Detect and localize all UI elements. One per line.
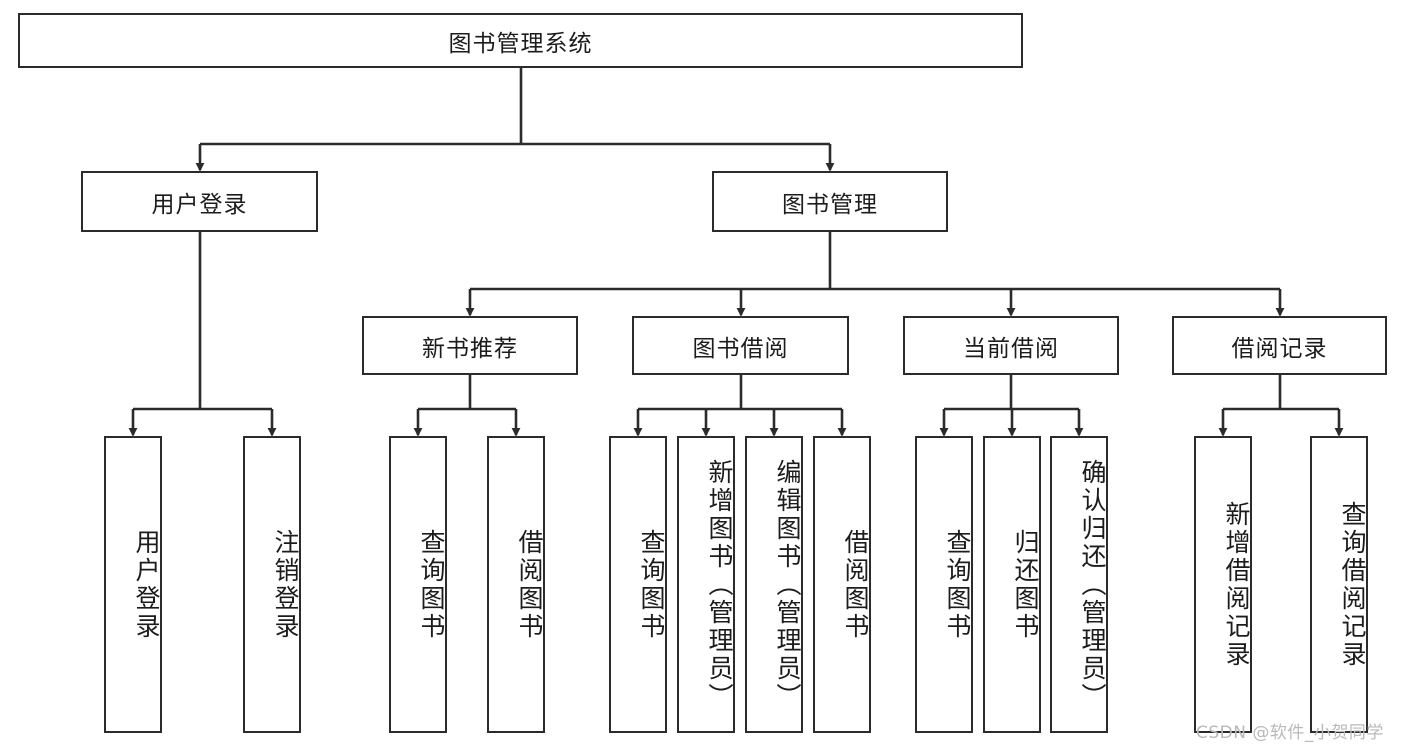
node-label: 借阅图书	[515, 528, 544, 641]
node-label: 注销登录	[271, 528, 300, 641]
node-label: 用户登录	[151, 191, 248, 218]
node-label: 图书管理系统	[448, 30, 593, 57]
node-leaf-user-login[interactable]: 用户登录	[104, 436, 162, 733]
node-root[interactable]: 图书管理系统	[18, 13, 1023, 68]
node-label: 图书管理	[782, 191, 878, 218]
node-label: 新增借阅记录	[1222, 500, 1251, 669]
csdn-watermark: CSDN @软件_小贺同学	[1196, 723, 1384, 743]
node-label: 查询图书	[943, 528, 972, 641]
node-leaf-query-borrow-record[interactable]: 查询借阅记录	[1310, 436, 1368, 733]
node-label: 查询图书	[637, 528, 666, 641]
node-label: 确认归还（管理员）	[1078, 458, 1107, 711]
node-leaf-add-book[interactable]: 新增图书（管理员）	[677, 436, 735, 733]
node-book-manage[interactable]: 图书管理	[712, 171, 948, 232]
node-new-book-recommend[interactable]: 新书推荐	[362, 316, 578, 375]
node-label: 当前借阅	[963, 335, 1059, 362]
node-label: 借阅图书	[841, 528, 870, 641]
node-user-login[interactable]: 用户登录	[81, 171, 318, 232]
node-label: 借阅记录	[1231, 335, 1328, 362]
node-label: 图书借阅	[692, 335, 789, 362]
node-label: 新书推荐	[422, 335, 518, 362]
node-current-borrow[interactable]: 当前借阅	[903, 316, 1119, 375]
node-leaf-confirm-return[interactable]: 确认归还（管理员）	[1050, 436, 1108, 733]
node-leaf-return-book[interactable]: 归还图书	[983, 436, 1041, 733]
node-leaf-user-logout[interactable]: 注销登录	[243, 436, 301, 733]
node-leaf-add-borrow-record[interactable]: 新增借阅记录	[1194, 436, 1252, 733]
node-book-borrow[interactable]: 图书借阅	[632, 316, 849, 375]
node-label: 编辑图书（管理员）	[773, 458, 802, 711]
node-leaf-query-book-recommend[interactable]: 查询图书	[389, 436, 447, 733]
node-leaf-edit-book[interactable]: 编辑图书（管理员）	[745, 436, 803, 733]
node-label: 查询借阅记录	[1338, 500, 1367, 669]
node-label: 归还图书	[1011, 528, 1040, 641]
node-borrow-record[interactable]: 借阅记录	[1172, 316, 1387, 375]
connector-lines	[128, 68, 1344, 437]
node-leaf-borrow-book[interactable]: 借阅图书	[813, 436, 871, 733]
node-leaf-borrow-book-recommend[interactable]: 借阅图书	[487, 436, 545, 733]
node-leaf-query-book-current[interactable]: 查询图书	[915, 436, 973, 733]
node-label: 用户登录	[132, 528, 161, 641]
node-leaf-query-book-borrow[interactable]: 查询图书	[609, 436, 667, 733]
node-label: 查询图书	[417, 528, 446, 641]
node-label: 新增图书（管理员）	[705, 458, 734, 711]
